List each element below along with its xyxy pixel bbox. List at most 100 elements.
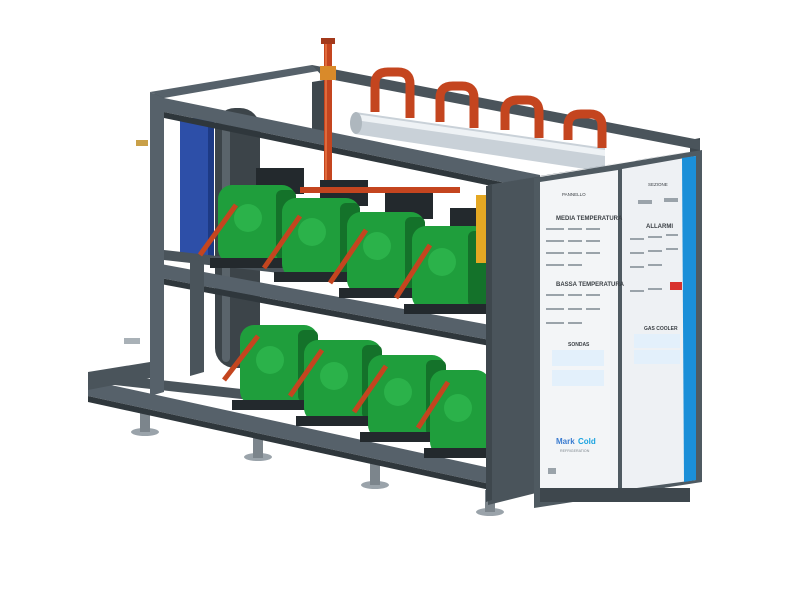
frame-top-front-beam <box>164 98 540 190</box>
cabinet-plinth <box>540 488 690 502</box>
readout-line <box>586 228 600 230</box>
readout-line <box>666 234 678 236</box>
readout-line <box>630 238 644 240</box>
u-bend-pipe <box>563 109 607 148</box>
base-rail-front <box>88 380 490 484</box>
plate-heat-exchanger-edge <box>208 118 214 258</box>
readout-line <box>568 322 582 324</box>
suction-line <box>197 203 239 257</box>
readout-line <box>546 294 564 296</box>
panel-display-box <box>634 334 680 348</box>
readout-line <box>546 264 564 266</box>
base-rail-left <box>88 362 150 390</box>
readout-line <box>586 294 600 296</box>
upper-shelf-rail-front-underside <box>150 276 490 346</box>
readout-line <box>648 288 662 290</box>
readout-line <box>630 290 644 292</box>
suction-line <box>287 348 325 398</box>
foot <box>140 410 150 432</box>
compressor-head <box>298 218 326 246</box>
readout-line <box>568 240 582 242</box>
readout-line <box>648 264 662 266</box>
compressor-base <box>424 448 492 458</box>
panel-display-box <box>638 200 652 204</box>
compressor-head <box>428 248 456 276</box>
readout-line <box>546 228 564 230</box>
compressor-head <box>234 204 262 232</box>
readout-line <box>648 236 662 238</box>
side-valve <box>136 140 148 146</box>
readout-line <box>546 240 564 242</box>
panel-display-box <box>664 198 678 202</box>
panel-badge <box>548 468 556 474</box>
panel-section-low-temp: BASSA TEMPERATURA <box>556 282 625 288</box>
brand-tagline: REFRIGERATION <box>560 449 590 453</box>
suction-line <box>351 364 389 414</box>
panel-right-header: SEZIONE <box>648 182 668 187</box>
u-bend-pipe <box>500 95 544 138</box>
riser-cap <box>321 38 335 44</box>
cabinet-side <box>488 176 540 505</box>
readout-line <box>546 308 564 310</box>
compressor-base <box>339 288 431 298</box>
compressor-base <box>404 304 492 314</box>
panel-readout-grid <box>630 234 678 292</box>
riser-pipe-highlight <box>325 40 327 180</box>
frame-post-front-left <box>150 92 164 396</box>
lower-compressor-row <box>222 325 492 458</box>
panel-readout-grid <box>546 294 600 324</box>
discharge-manifold <box>350 67 607 172</box>
compressor-head <box>384 378 412 406</box>
suction-line <box>415 380 451 430</box>
compressor-base <box>210 258 302 268</box>
readout-line <box>586 240 600 242</box>
compressor-base <box>232 400 324 410</box>
upper-shelf-rail-front <box>150 262 490 340</box>
manifold-pipe-highlight <box>355 114 605 156</box>
compressor-head <box>363 232 391 260</box>
alarm-indicator <box>670 282 682 290</box>
riser-valve <box>320 66 336 80</box>
readout-line <box>586 308 600 310</box>
readout-line <box>546 322 564 324</box>
brand-name-part1: Mark <box>556 437 575 446</box>
readout-line <box>568 294 582 296</box>
panel-display-box <box>634 350 680 364</box>
compressor <box>424 370 492 458</box>
compressor-base <box>360 432 452 442</box>
foot <box>370 462 380 485</box>
u-bend-pipe <box>435 81 479 128</box>
panel-readout-grid <box>546 228 600 266</box>
frame-top-front-beam-underside <box>164 112 540 196</box>
compressor-head <box>320 362 348 390</box>
brand-name-part2: Cold <box>578 437 596 446</box>
riser-pipe <box>324 40 332 180</box>
compressor-base <box>274 272 366 282</box>
frame-top-left-beam <box>150 65 324 98</box>
readout-line <box>666 248 678 250</box>
panel-section-medium-temp: MEDIA TEMPERATURA <box>556 216 623 222</box>
compressor-head <box>256 346 284 374</box>
frame-post-back-mid <box>312 80 324 142</box>
frame-post-front-right <box>486 185 492 502</box>
side-valve <box>124 338 140 344</box>
panel-section-gas-cooler: GAS COOLER <box>644 326 678 332</box>
suction-line <box>393 243 433 300</box>
cabinet-accent-stripe <box>682 156 696 482</box>
frame-post-mid <box>190 258 204 376</box>
manifold-end <box>350 112 362 134</box>
panel-section-alarms: ALLARMI <box>646 224 673 230</box>
electrical-cabinet: PANNELLO MEDIA TEMPERATURA BASSA TEMPERA… <box>488 150 702 508</box>
compressor-head <box>444 394 472 422</box>
readout-line <box>568 264 582 266</box>
suction-line <box>327 228 369 285</box>
base-rail-front-underside <box>88 396 490 490</box>
panel-display-box <box>552 350 604 366</box>
frame-front <box>150 92 204 396</box>
readout-line <box>630 266 644 268</box>
panel-section-bottom: SONDAS <box>568 342 590 348</box>
readout-line <box>568 228 582 230</box>
compressor-base <box>296 416 388 426</box>
readout-line <box>568 308 582 310</box>
